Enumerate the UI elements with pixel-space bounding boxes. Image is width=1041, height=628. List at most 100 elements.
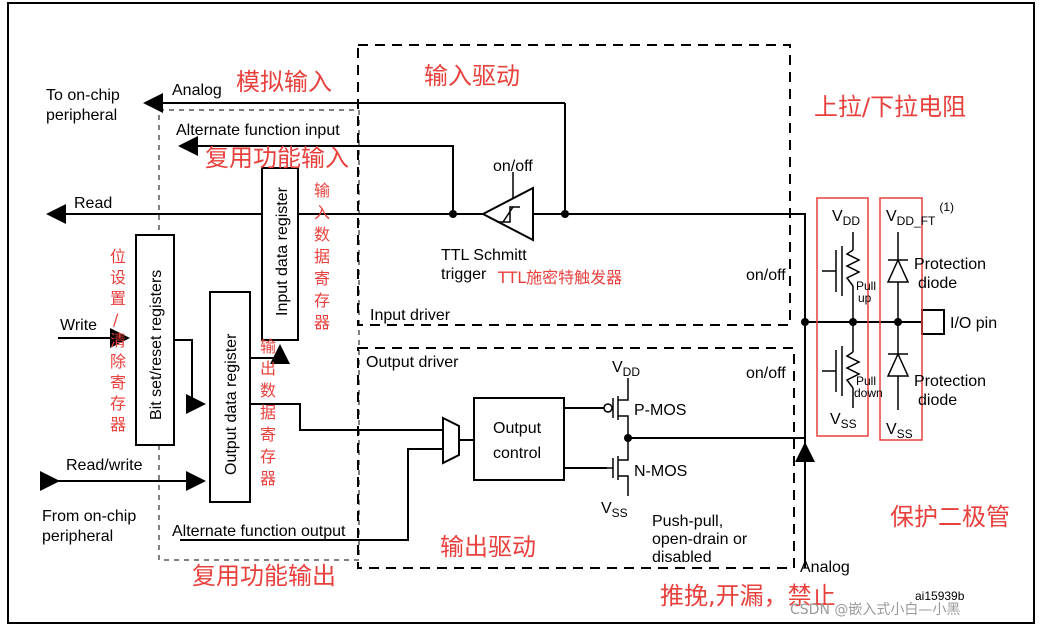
cn-char: 器 bbox=[260, 469, 276, 488]
cn-char: 存 bbox=[110, 394, 126, 413]
cn-char: 设 bbox=[110, 268, 126, 287]
cn-char: 寄 bbox=[314, 269, 330, 288]
output-driver-box bbox=[357, 347, 795, 569]
vdd-output-label: VDD bbox=[612, 359, 640, 379]
ttl-schmitt-label: TTL Schmitt bbox=[441, 247, 527, 264]
io-pin-pad bbox=[921, 309, 945, 335]
cn-char: 出 bbox=[260, 359, 276, 378]
analog-bottom-label: Analog bbox=[800, 559, 850, 576]
protection-diode-highlight bbox=[879, 197, 923, 441]
annotation-input-data-reg: 输 入 数 据 寄 存 器 bbox=[314, 181, 330, 332]
protection-diode-top-label: Protection bbox=[914, 256, 986, 273]
from-onchip-label: From on-chip bbox=[42, 508, 136, 525]
protection-diode-top-label-2: diode bbox=[918, 275, 957, 292]
protection-diode-bottom bbox=[886, 352, 910, 377]
pullup-onoff-label: on/off bbox=[746, 267, 786, 284]
cn-char: 器 bbox=[110, 415, 126, 434]
pull-down-label: Pull bbox=[856, 374, 876, 388]
nmos-transistor bbox=[607, 438, 629, 496]
annotation-input-drive: 输入驱动 bbox=[424, 62, 520, 90]
odr-to-idr-line bbox=[250, 344, 290, 364]
cn-char: 器 bbox=[314, 313, 330, 332]
write-label: Write bbox=[60, 317, 97, 334]
cn-char: 入 bbox=[314, 203, 330, 222]
cn-char: 输 bbox=[260, 337, 276, 356]
read-write-label: Read/write bbox=[66, 457, 143, 474]
input-data-register-label: Input data register bbox=[274, 186, 291, 316]
pull-resistor-highlight bbox=[816, 197, 869, 437]
annotation-protection-diode: 保护二极管 bbox=[890, 503, 1010, 531]
output-data-register-label: Output data register bbox=[223, 333, 240, 475]
cn-char: 存 bbox=[260, 447, 276, 466]
cn-char: 位 bbox=[110, 247, 126, 266]
to-onchip-label-2: peripheral bbox=[46, 107, 117, 124]
pmos-transistor bbox=[612, 378, 629, 438]
bit-set-reset-label: Bit set/reset registers bbox=[148, 270, 165, 420]
annotation-output-data-reg: 输 出 数 据 寄 存 器 bbox=[260, 337, 276, 488]
register-dotted-area bbox=[158, 109, 360, 561]
read-label: Read bbox=[74, 195, 112, 212]
analog-top-label: Analog bbox=[172, 82, 222, 99]
annotation-pull-up-down: 上拉/下拉电阻 bbox=[814, 93, 966, 121]
to-onchip-label: To on-chip bbox=[46, 87, 120, 104]
input-driver-box bbox=[357, 44, 791, 326]
protection-diode-bottom-label-2: diode bbox=[918, 392, 957, 409]
junction-af-input bbox=[449, 210, 457, 218]
input-data-register bbox=[261, 167, 299, 341]
input-driver-label: Input driver bbox=[370, 307, 451, 324]
cn-char: 输 bbox=[314, 181, 330, 200]
pull-down-label-2: down bbox=[854, 386, 883, 400]
trigger-label: trigger bbox=[441, 266, 487, 283]
input-path-right bbox=[533, 213, 806, 322]
annotation-bit-set-reset: 位 设 置 / 清 除 寄 存 器 bbox=[110, 247, 126, 434]
cn-char: / bbox=[113, 310, 119, 329]
vss-pull-label: VSS bbox=[830, 411, 857, 431]
pull-up-label-2: up bbox=[858, 291, 872, 305]
cn-char: 存 bbox=[314, 291, 330, 310]
annotation-analog-input: 模拟输入 bbox=[236, 68, 332, 96]
pull-up-label: Pull bbox=[856, 279, 876, 293]
outer-frame bbox=[7, 2, 1035, 624]
cn-char: 数 bbox=[314, 225, 330, 244]
push-pull-label: Push-pull, bbox=[652, 513, 723, 530]
output-control-label: Output bbox=[493, 420, 542, 437]
open-drain-label: open-drain or bbox=[652, 531, 748, 548]
pull-up-resistor bbox=[845, 249, 861, 287]
bit-set-reset-registers bbox=[135, 234, 175, 446]
odr-to-mux-line bbox=[250, 403, 443, 431]
vdd-ft-label: VDD_FT(1) bbox=[886, 200, 954, 228]
annotation-modes: 推挽,开漏，禁止 bbox=[660, 582, 836, 610]
pull-down-switch bbox=[822, 346, 843, 396]
from-onchip-label-2: peripheral bbox=[42, 528, 113, 545]
junction-analog bbox=[561, 210, 569, 218]
io-pin-label: I/O pin bbox=[950, 315, 997, 332]
output-control-box bbox=[473, 397, 565, 481]
pmos-label: P-MOS bbox=[634, 402, 686, 419]
output-data-register bbox=[209, 291, 251, 503]
cn-char: 寄 bbox=[260, 425, 276, 444]
cn-char: 据 bbox=[314, 247, 330, 266]
cn-char: 清 bbox=[110, 331, 126, 350]
protection-diode-bottom-label: Protection bbox=[914, 373, 986, 390]
annotation-af-output: 复用功能输出 bbox=[192, 562, 336, 590]
output-mux bbox=[442, 416, 460, 465]
pull-up-switch bbox=[822, 246, 843, 296]
af-input-line bbox=[178, 136, 454, 214]
output-driver-label: Output driver bbox=[366, 354, 459, 371]
csdn-watermark: CSDN @嵌入式小白—小黑 bbox=[790, 602, 960, 618]
cn-char: 寄 bbox=[110, 373, 126, 392]
pulldown-onoff-label: on/off bbox=[746, 365, 786, 382]
figure-id: ai15939b bbox=[915, 589, 965, 603]
cn-char: 除 bbox=[110, 352, 126, 371]
bsrr-to-odr-line bbox=[174, 339, 206, 414]
pmos-gate-bubble bbox=[603, 403, 613, 413]
annotation-output-drive: 输出驱动 bbox=[440, 533, 536, 561]
vss-diode-label: VSS bbox=[886, 421, 913, 441]
protection-diode-top bbox=[886, 258, 910, 283]
output-control-label-2: control bbox=[493, 445, 541, 462]
af-output-line bbox=[180, 448, 443, 541]
annotation-ttl: TTL施密特触发器 bbox=[497, 268, 622, 287]
disabled-label: disabled bbox=[652, 549, 712, 566]
